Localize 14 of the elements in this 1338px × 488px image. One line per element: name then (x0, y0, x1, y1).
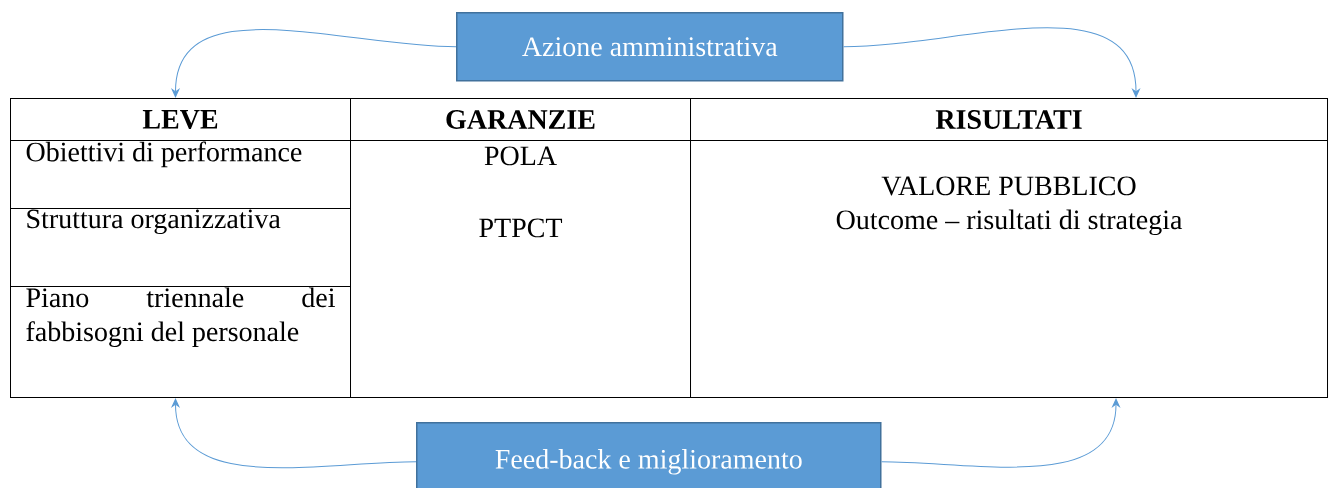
process-box: Azione amministrativa (456, 12, 844, 82)
header-cell: GARANZIE (350, 98, 691, 141)
table-cell: Struttura organizzativa (10, 208, 351, 287)
header-cell: RISULTATI (690, 98, 1328, 141)
table-cell: Obiettivi di performance (10, 140, 351, 209)
arrow (171, 398, 417, 469)
arrow (843, 27, 1140, 98)
process-box: Feed-back e miglioramento (416, 422, 882, 488)
arrow (881, 398, 1120, 468)
header-cell: LEVE (10, 98, 351, 141)
table-cell: POLA PTPCT (350, 140, 691, 398)
table-cell: Piano triennale dei fabbisogni del personale (10, 286, 351, 398)
arrow (171, 29, 457, 98)
table-cell: VALORE PUBBLICO Outcome – risultati di strategia (690, 140, 1328, 398)
